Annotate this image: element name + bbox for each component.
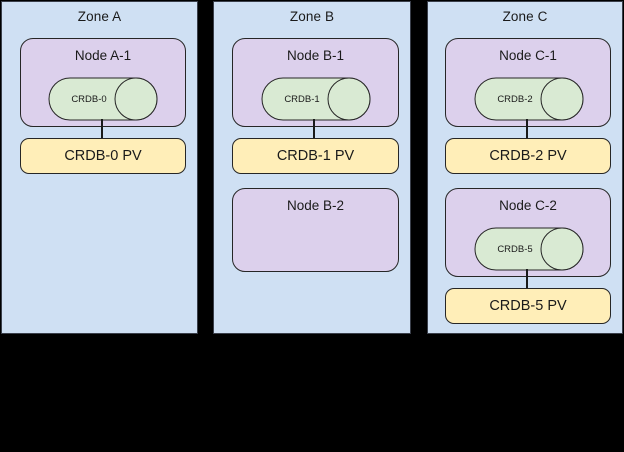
volume-crdb-1-pv[interactable]: CRDB-1 PV — [232, 138, 399, 174]
link-node-c-1-to-crdb-2-pv — [526, 119, 528, 144]
node-c-1-title: Node C-1 — [499, 48, 557, 63]
link-node-b-1-to-crdb-1-pv — [313, 119, 315, 144]
node-c-2[interactable]: Node C-2 CRDB-5 — [445, 188, 611, 277]
zone-a-title: Zone A — [77, 9, 122, 24]
volume-crdb-0-pv[interactable]: CRDB-0 PV — [20, 138, 186, 174]
node-b-2-title: Node B-2 — [286, 198, 345, 213]
node-a-1-title: Node A-1 — [74, 48, 132, 63]
node-b-1[interactable]: Node B-1 CRDB-1 — [232, 38, 399, 127]
zone-c[interactable]: Zone C Node C-1 CRDB-2 CRDB-2 PV Node C-… — [427, 1, 623, 334]
database-cylinder-crdb-1[interactable]: CRDB-1 — [261, 77, 371, 121]
volume-crdb-5-pv[interactable]: CRDB-5 PV — [445, 288, 611, 324]
zone-b-title: Zone B — [289, 9, 335, 24]
database-cylinder-crdb-0[interactable]: CRDB-0 — [48, 77, 158, 121]
node-b-1-title: Node B-1 — [286, 48, 345, 63]
zone-b[interactable]: Zone B Node B-1 CRDB-1 CRDB-1 PV Node B-… — [213, 1, 411, 334]
zone-a[interactable]: Zone A Node A-1 CRDB-0 CRDB-0 PV — [1, 1, 198, 334]
node-a-1[interactable]: Node A-1 CRDB-0 — [20, 38, 186, 127]
database-cylinder-crdb-2[interactable]: CRDB-2 — [474, 77, 584, 121]
zone-c-title: Zone C — [502, 9, 548, 24]
volume-crdb-2-pv[interactable]: CRDB-2 PV — [445, 138, 611, 174]
node-c-2-title: Node C-2 — [499, 198, 557, 213]
database-cylinder-crdb-5[interactable]: CRDB-5 — [474, 227, 584, 271]
link-node-c-2-to-crdb-5-pv — [526, 269, 528, 294]
node-c-1[interactable]: Node C-1 CRDB-2 — [445, 38, 611, 127]
link-node-a-1-to-crdb-0-pv — [101, 119, 103, 144]
node-b-2[interactable]: Node B-2 — [232, 188, 399, 272]
